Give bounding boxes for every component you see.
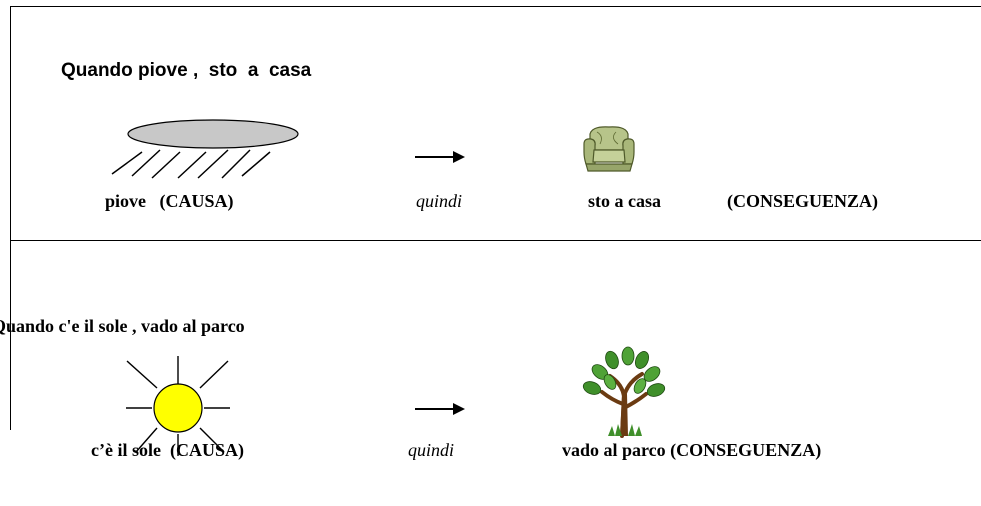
row2-connector: quindi (408, 440, 455, 460)
sun-ray (126, 360, 158, 389)
frame-left-border (10, 6, 11, 430)
row2-sentence: Quando c'e il sole , vado al parco (0, 316, 245, 336)
rain-cloud-icon (111, 119, 299, 179)
row1-effect-label: sto a casa (588, 191, 661, 211)
sun-ray (135, 427, 158, 453)
frame-top-border (10, 6, 981, 7)
sun-ray (199, 360, 229, 389)
rain-line (241, 151, 271, 177)
rain-line (111, 151, 143, 175)
row1-connector: quindi (416, 191, 463, 211)
sun-disc (153, 383, 203, 433)
cloud-shape (127, 119, 299, 149)
sun-icon (126, 356, 230, 456)
row2-cause-label: c’è il sole (CAUSA) (91, 440, 244, 460)
row1-sentence: Quando piove , sto a casa (61, 60, 312, 81)
right-arrow-icon (415, 151, 465, 163)
row-divider (10, 240, 981, 241)
rain-line (131, 149, 161, 177)
rain-line (221, 149, 251, 179)
rain-line (151, 151, 181, 179)
row1-effect-tag: (CONSEGUENZA) (727, 191, 879, 211)
right-arrow-icon (415, 403, 465, 415)
sun-ray (199, 427, 225, 453)
rain-line (197, 149, 229, 179)
tree-icon (582, 346, 666, 438)
armchair-icon (583, 126, 635, 172)
rain-line (177, 151, 207, 179)
row1-cause-label: piove (CAUSA) (105, 191, 234, 211)
row2-effect-label: vado al parco (CONSEGUENZA) (562, 440, 822, 460)
